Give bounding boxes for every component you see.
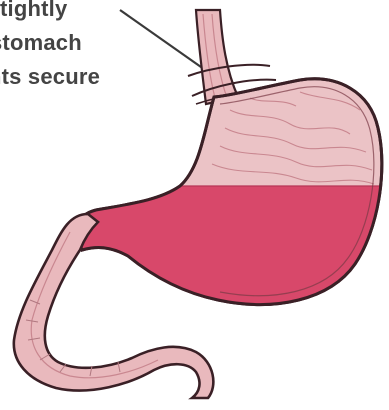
stomach-icon xyxy=(60,79,389,326)
esophagus-icon xyxy=(196,10,238,104)
